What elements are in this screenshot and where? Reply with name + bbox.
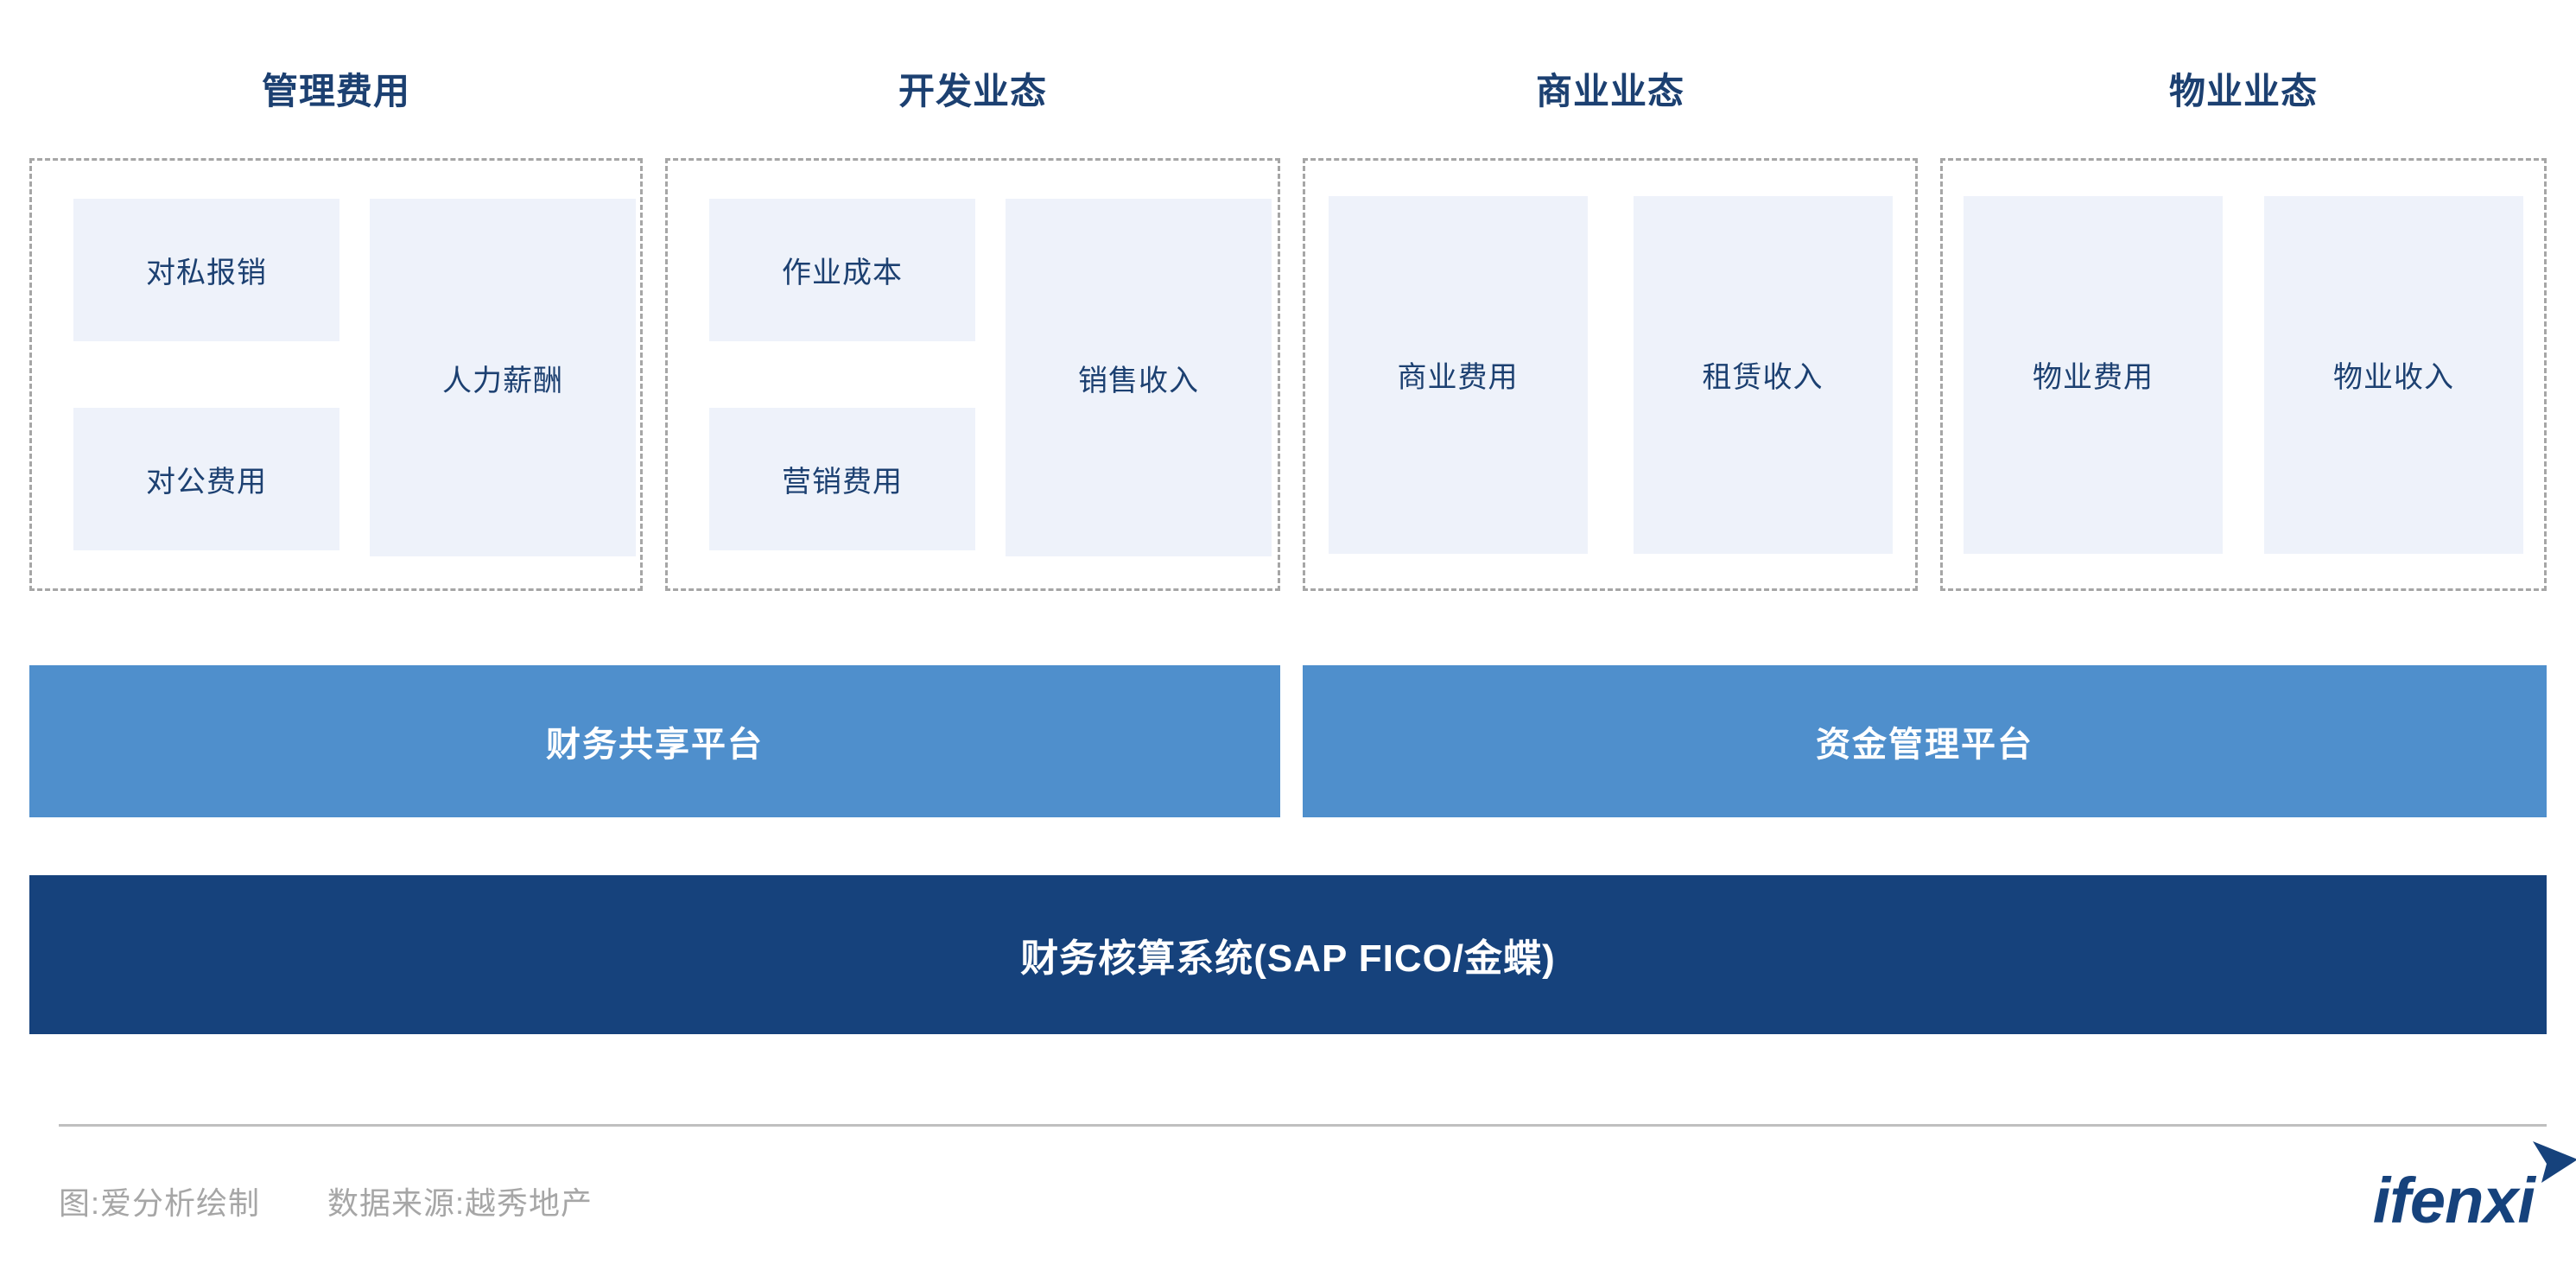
column-header-kaifa: 开发业态	[898, 70, 1047, 111]
category-groups: 对私报销 对公费用 人力薪酬 作业成本 营销费用 销售收入 商业费用 租赁收入 …	[29, 158, 2547, 591]
ifenxi-logo: ifenxi	[2372, 1141, 2576, 1236]
card-zulin-shouru[interactable]: 租赁收入	[1633, 195, 1893, 554]
group-guanli-feiyong: 对私报销 对公费用 人力薪酬	[29, 158, 643, 591]
card-xiaoshou-shouru[interactable]: 销售收入	[1006, 199, 1272, 556]
card-stack: 作业成本 营销费用	[709, 199, 975, 550]
column-header-shangye: 商业业态	[1535, 70, 1685, 111]
core-system-bar[interactable]: 财务核算系统(SAP FICO/金蝶)	[29, 875, 2547, 1034]
group-wuye-yetai: 物业费用 物业收入	[1940, 158, 2547, 591]
platform-bar-caiwu-gongxiang[interactable]: 财务共享平台	[29, 665, 1280, 817]
card-duigong-feiyong[interactable]: 对公费用	[73, 408, 339, 550]
card-wuye-feiyong[interactable]: 物业费用	[1964, 195, 2223, 554]
group-kaifa-yetai: 作业成本 营销费用 销售收入	[665, 158, 1280, 591]
group-shangye-yetai: 商业费用 租赁收入	[1303, 158, 1918, 591]
platform-bar-zijin-guanli[interactable]: 资金管理平台	[1303, 665, 2547, 817]
ifenxi-logo-text: ifenxi	[2372, 1165, 2535, 1236]
footer-credit: 图:爱分析绘制	[59, 1185, 261, 1221]
platform-layer: 财务共享平台 资金管理平台	[29, 665, 2547, 817]
card-yingxiao-feiyong[interactable]: 营销费用	[709, 408, 975, 550]
card-renli-xinchou[interactable]: 人力薪酬	[370, 199, 636, 556]
footer-source: 数据来源:越秀地产	[327, 1185, 593, 1221]
column-header-wuye: 物业业态	[2168, 70, 2318, 111]
card-shangye-feiyong[interactable]: 商业费用	[1328, 195, 1588, 554]
card-stack: 对私报销 对公费用	[73, 199, 339, 550]
card-duisi-baoxiao[interactable]: 对私报销	[73, 199, 339, 341]
footer-divider	[59, 1124, 2547, 1127]
column-headers: 管理费用 开发业态 商业业态 物业业态	[29, 54, 2547, 123]
footer: 图:爱分析绘制 数据来源:越秀地产 ifenxi	[59, 1141, 2576, 1253]
card-wuye-shouru[interactable]: 物业收入	[2264, 195, 2523, 554]
column-header-guanli: 管理费用	[261, 70, 410, 111]
card-zuoye-chengben[interactable]: 作业成本	[709, 199, 975, 341]
